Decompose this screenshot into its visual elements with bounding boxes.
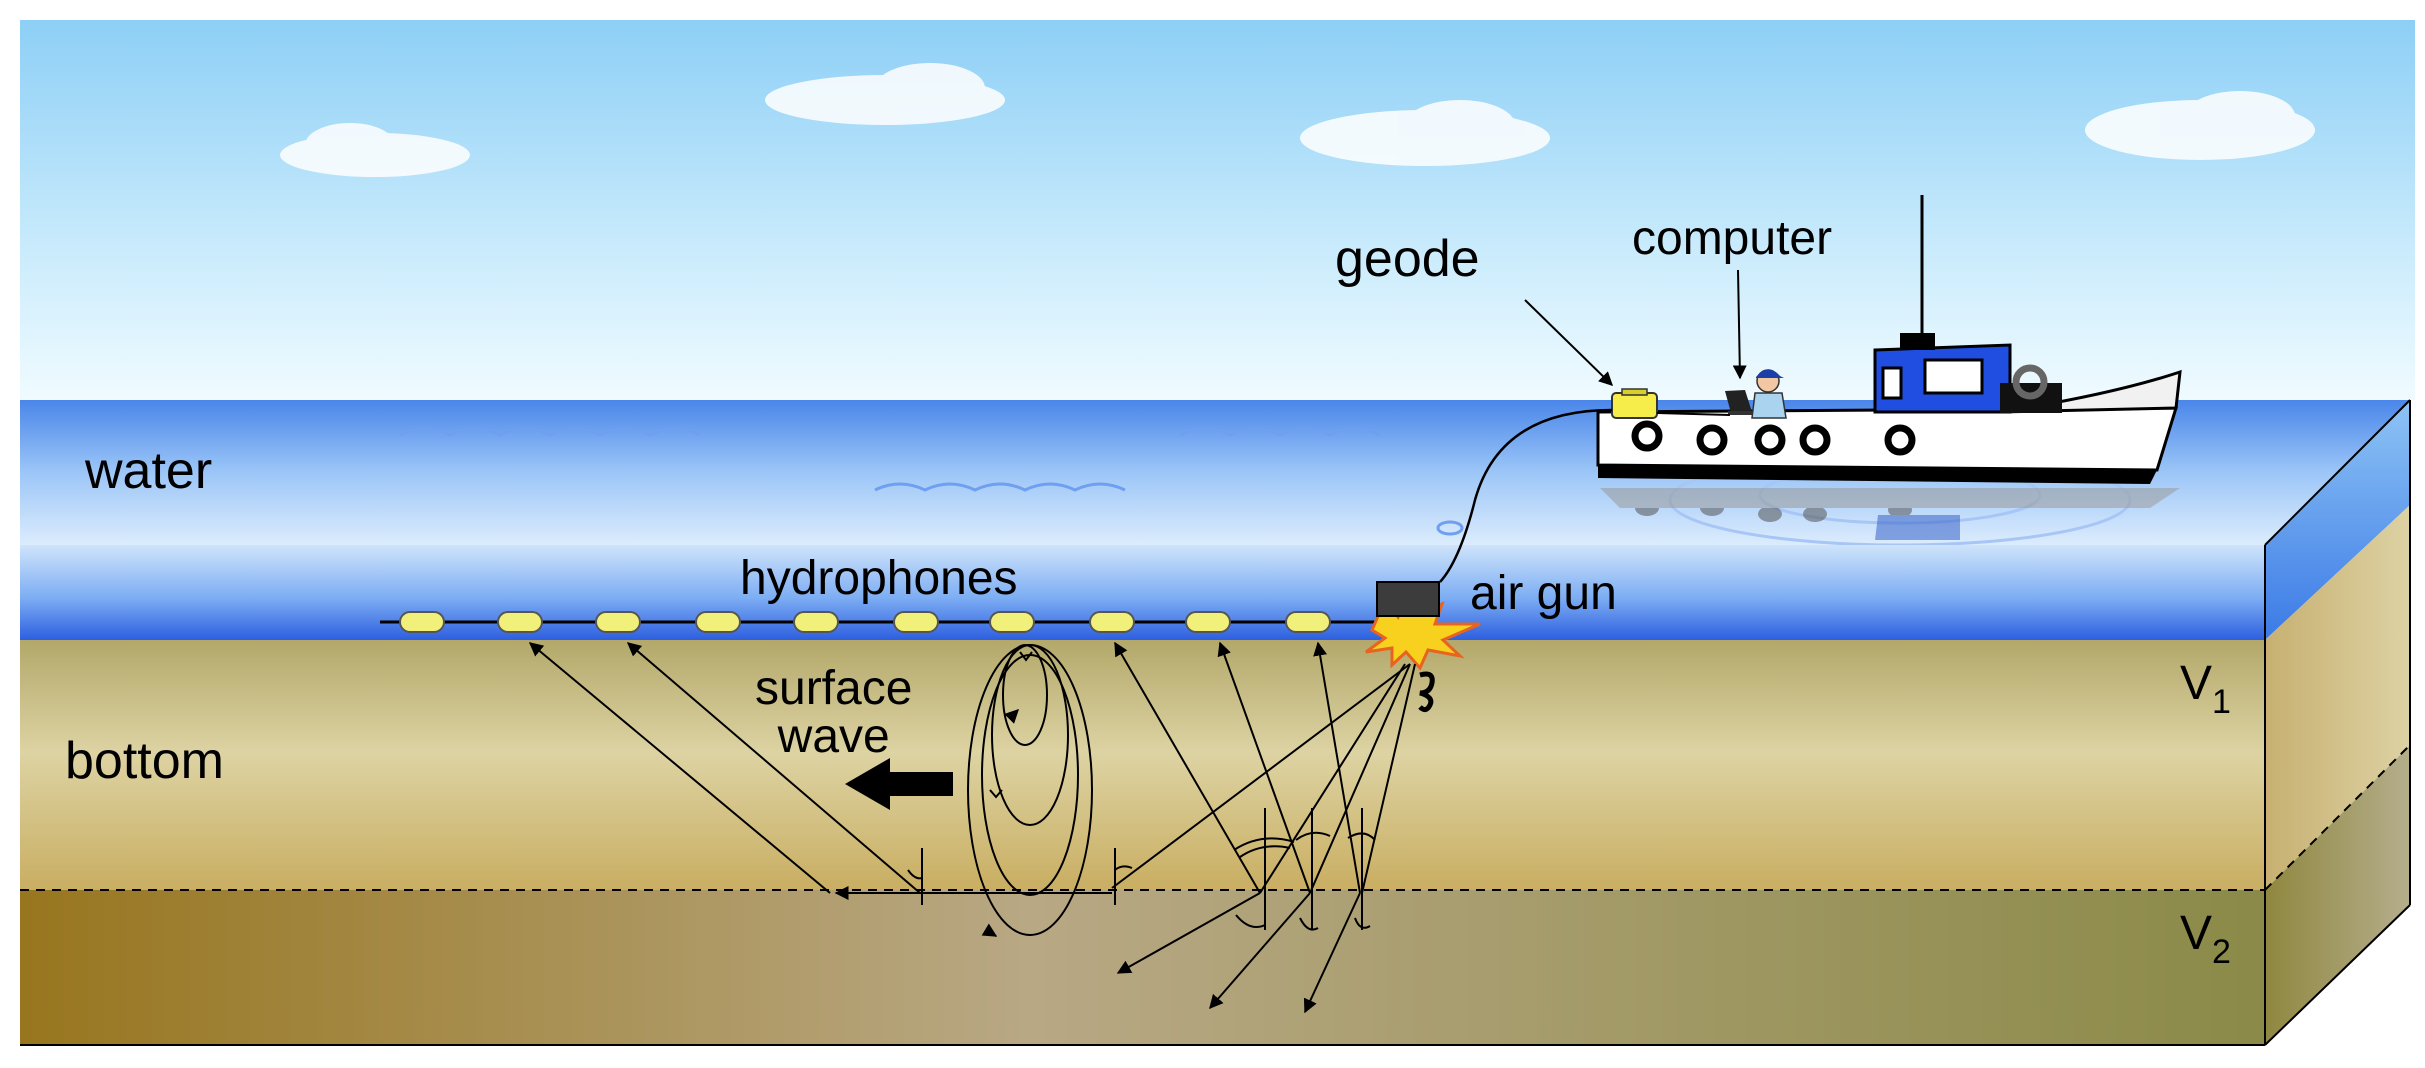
ray-paths [528, 641, 1416, 1014]
label-v2-sub: 2 [2212, 933, 2231, 971]
sediment-layer-v1 [20, 640, 2265, 890]
label-surface-wave: surface wave [755, 665, 912, 761]
clouds [280, 63, 2315, 177]
operator-icon [1751, 369, 1787, 419]
bubble-icon [1418, 671, 1435, 713]
block-side-v1 [2265, 505, 2410, 890]
label-air-gun: air gun [1470, 567, 1617, 620]
label-surface-wave-line1: surface [755, 662, 913, 715]
hydrophone-streamer [380, 611, 1375, 633]
sky [20, 20, 2415, 400]
label-hydrophones: hydrophones [740, 552, 1018, 605]
label-v2-letter: V [2180, 907, 2213, 960]
boat-reflection [1600, 488, 2180, 540]
label-bottom: bottom [65, 732, 224, 790]
callout-arrows [1524, 269, 1747, 386]
surface-wave-paths [967, 644, 1093, 937]
air-gun-icon [1376, 581, 1440, 617]
sediment-layer-v2 [20, 890, 2265, 1045]
label-v1-sub: 1 [2212, 683, 2231, 721]
surface-wave-arrow [845, 758, 953, 810]
tow-cable [1439, 408, 1613, 583]
label-v2: V2 [2180, 907, 2231, 971]
label-surface-wave-line2: wave [777, 710, 890, 763]
label-v1: V1 [2180, 657, 2231, 721]
geode-box-icon [1611, 388, 1658, 419]
block-side-water [2265, 400, 2410, 640]
label-geode: geode [1335, 230, 1480, 288]
laptop-icon [1725, 390, 1762, 415]
label-computer: computer [1632, 212, 1833, 265]
label-v1-letter: V [2180, 657, 2213, 710]
block-side-v2 [2265, 745, 2410, 1045]
label-water: water [85, 442, 213, 500]
boat-icon [1596, 195, 2182, 484]
water-layer [20, 545, 2265, 640]
